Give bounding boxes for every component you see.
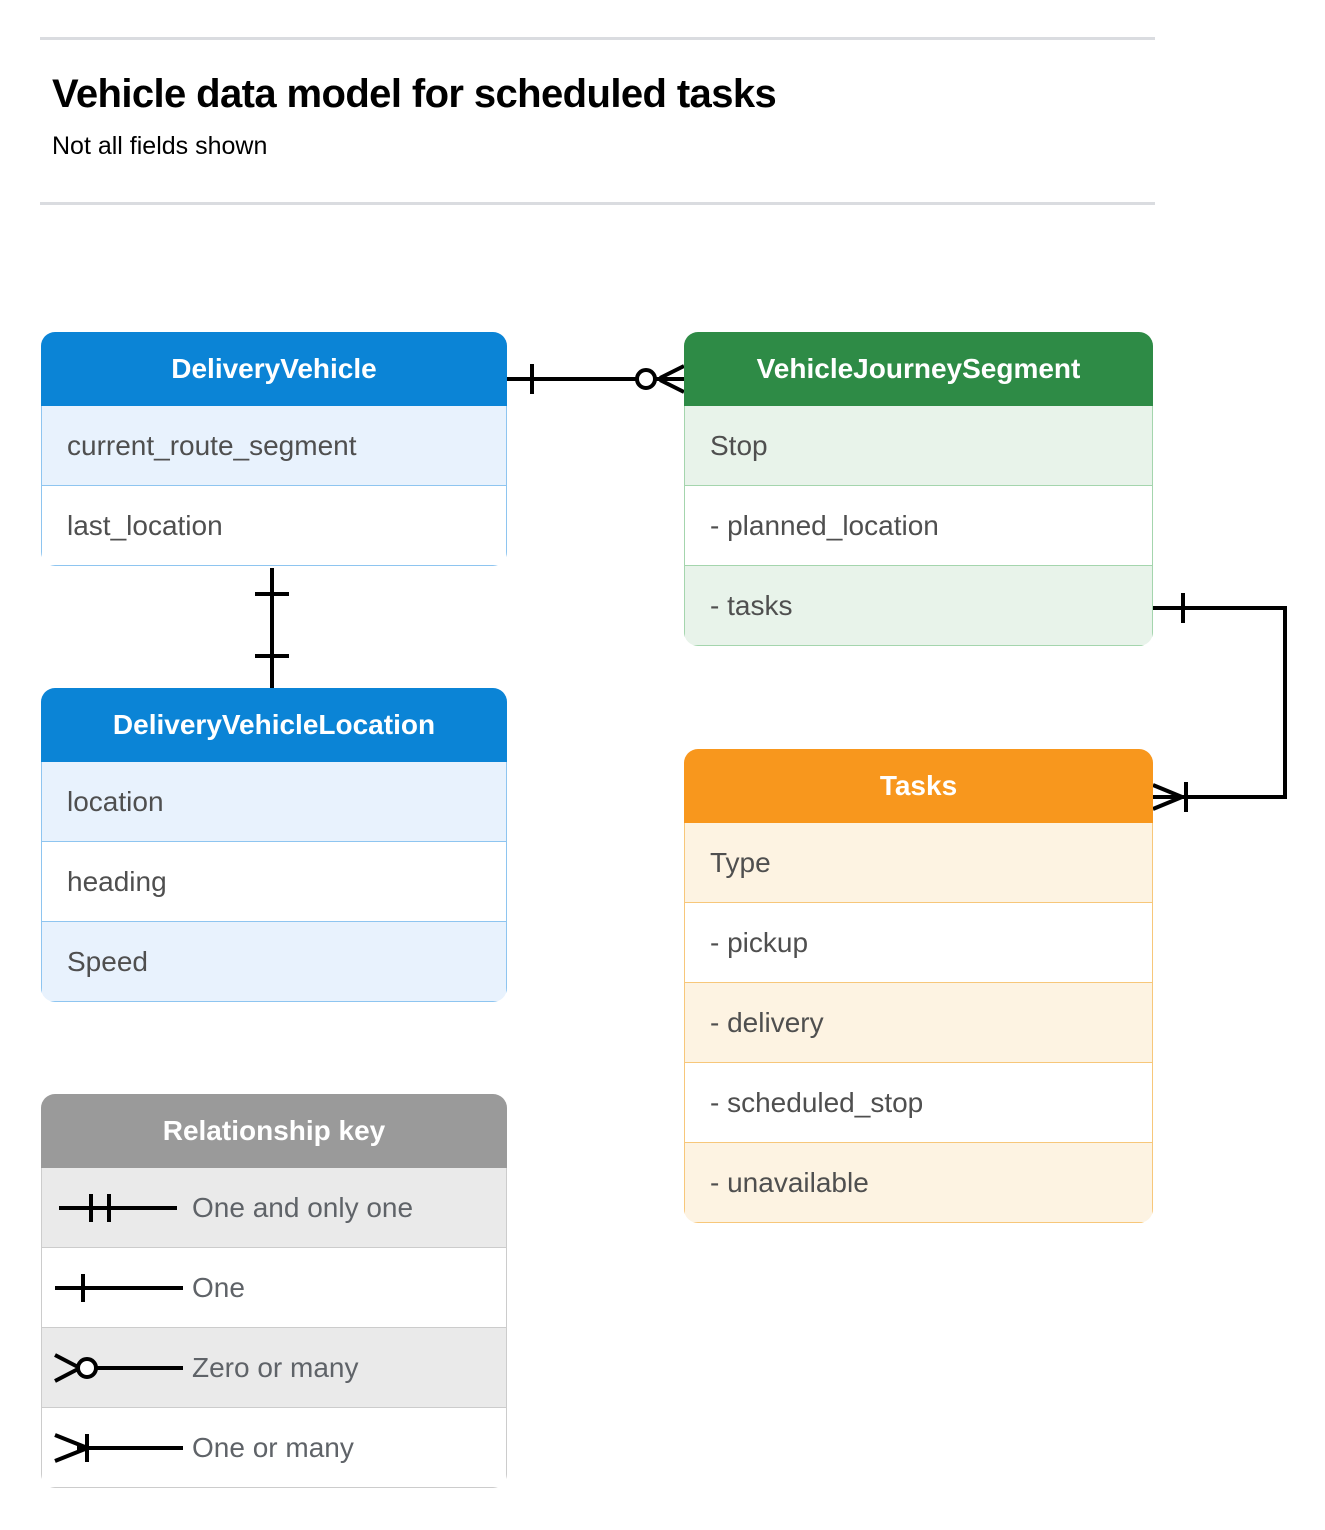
entity-field-row: - planned_location [684,486,1153,566]
entity-field-row: current_route_segment [41,406,507,486]
crowsfoot-upper [659,364,685,380]
one-icon [42,1248,192,1327]
entity-field-row: - scheduled_stop [684,1063,1153,1143]
one-and-only-one-icon [42,1168,192,1247]
entity-delivery-vehicle-location[interactable]: DeliveryVehicleLocation location heading… [41,688,507,1002]
cardinality-zero-circle [635,368,657,390]
entity-field-row: Type [684,823,1153,903]
entity-field-row: - unavailable [684,1143,1153,1223]
crowsfoot-lower [659,378,685,394]
entity-field-row: Speed [41,922,507,1002]
entity-field-row: last_location [41,486,507,566]
entity-field-row: Stop [684,406,1153,486]
entity-field-row: - tasks [684,566,1153,646]
entity-header-vehicle-journey-segment: VehicleJourneySegment [684,332,1153,406]
one-or-many-icon [42,1408,192,1487]
legend-item-label: One [192,1271,245,1303]
legend-item-label: One or many [192,1431,354,1463]
entity-header-delivery-vehicle-location: DeliveryVehicleLocation [41,688,507,762]
entity-tasks[interactable]: Tasks Type - pickup - delivery - schedul… [684,749,1153,1223]
connector-tasks-relationship [1153,606,1287,799]
crowsfoot-tasks-upper [1152,783,1183,799]
entity-field-row: location [41,762,507,842]
header-divider-bottom [40,202,1155,205]
legend-item-one-and-only-one: One and only one [41,1168,507,1248]
entity-header-delivery-vehicle: DeliveryVehicle [41,332,507,406]
zero-or-many-icon [42,1328,192,1407]
entity-header-tasks: Tasks [684,749,1153,823]
legend-item-label: One and only one [192,1191,414,1223]
legend-title: Relationship key [41,1094,507,1168]
legend-relationship-key: Relationship key One and only one One [41,1094,507,1488]
entity-vehicle-journey-segment[interactable]: VehicleJourneySegment Stop - planned_loc… [684,332,1153,646]
legend-item-zero-or-many: Zero or many [41,1328,507,1408]
entity-delivery-vehicle[interactable]: DeliveryVehicle current_route_segment la… [41,332,507,566]
entity-field-row: - pickup [684,903,1153,983]
entity-field-row: - delivery [684,983,1153,1063]
legend-item-label: Zero or many [192,1351,359,1383]
header-divider-top [40,37,1155,40]
entity-field-row: heading [41,842,507,922]
legend-item-one: One [41,1248,507,1328]
crowsfoot-tasks-lower [1152,795,1183,811]
page-title: Vehicle data model for scheduled tasks [52,72,777,116]
legend-item-one-or-many: One or many [41,1408,507,1488]
page-subtitle: Not all fields shown [52,132,268,160]
